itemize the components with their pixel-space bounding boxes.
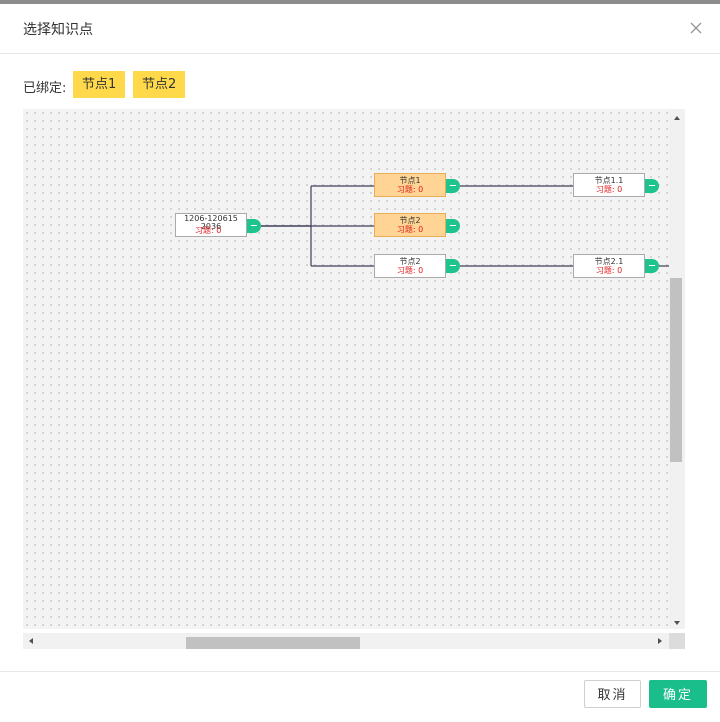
bound-tag-node2[interactable]: 节点2 (133, 71, 186, 98)
node-name: 节点2 (399, 257, 421, 266)
collapse-toggle-icon[interactable] (446, 219, 460, 233)
node-name: 节点1 (399, 176, 421, 185)
node-name: 节点2.1 (594, 257, 624, 266)
collapse-toggle-icon[interactable] (247, 219, 261, 233)
tree-node-node2[interactable]: 节点2 习题: 0 (374, 254, 446, 278)
collapse-toggle-icon[interactable] (446, 179, 460, 193)
node-name: 节点1.1 (594, 176, 624, 185)
top-strip (0, 0, 720, 4)
dialog-header: 选择知识点 (0, 4, 720, 54)
scroll-left-icon[interactable] (29, 638, 33, 644)
bound-label: 已绑定: (23, 81, 67, 96)
node-count: 习题: 0 (195, 226, 222, 235)
node-count: 习题: 0 (595, 185, 623, 194)
collapse-toggle-icon[interactable] (446, 259, 460, 273)
tree-node-node2-1[interactable]: 节点2.1 习题: 0 (573, 254, 645, 278)
horizontal-scroll-thumb[interactable] (186, 637, 360, 649)
close-icon[interactable] (684, 16, 708, 40)
tree-node-node1-1[interactable]: 节点1.1 习题: 0 (573, 173, 645, 197)
dialog-title: 选择知识点 (23, 22, 93, 38)
scroll-down-icon[interactable] (674, 621, 680, 625)
scroll-right-icon[interactable] (658, 638, 662, 644)
node-name: 1206-1206152036 (184, 214, 238, 231)
dialog-footer (0, 671, 720, 718)
node-count: 习题: 0 (396, 266, 424, 275)
collapse-toggle-icon[interactable] (645, 179, 659, 193)
scrollbar-corner (669, 633, 685, 649)
cancel-button[interactable]: 取消 (584, 680, 641, 708)
tree-node-node2-bound[interactable]: 节点2 习题: 0 (374, 213, 446, 237)
scroll-up-icon[interactable] (674, 116, 680, 120)
bound-tag-node1[interactable]: 节点1 (73, 71, 126, 98)
collapse-toggle-icon[interactable] (645, 259, 659, 273)
vertical-scroll-thumb[interactable] (670, 278, 682, 462)
tree-node-node1[interactable]: 节点1 习题: 0 (374, 173, 446, 197)
node-count: 习题: 0 (396, 225, 424, 234)
mind-map-canvas[interactable]: 1206-1206152036 习题: 0 节点1 习题: 0 节点2 习题: … (23, 109, 669, 629)
node-name: 节点2 (399, 216, 421, 225)
node-count: 习题: 0 (396, 185, 424, 194)
node-count: 习题: 0 (595, 266, 623, 275)
tree-connectors (261, 185, 669, 267)
confirm-button[interactable]: 确定 (649, 680, 707, 708)
tree-node-root[interactable]: 1206-1206152036 (175, 213, 247, 237)
